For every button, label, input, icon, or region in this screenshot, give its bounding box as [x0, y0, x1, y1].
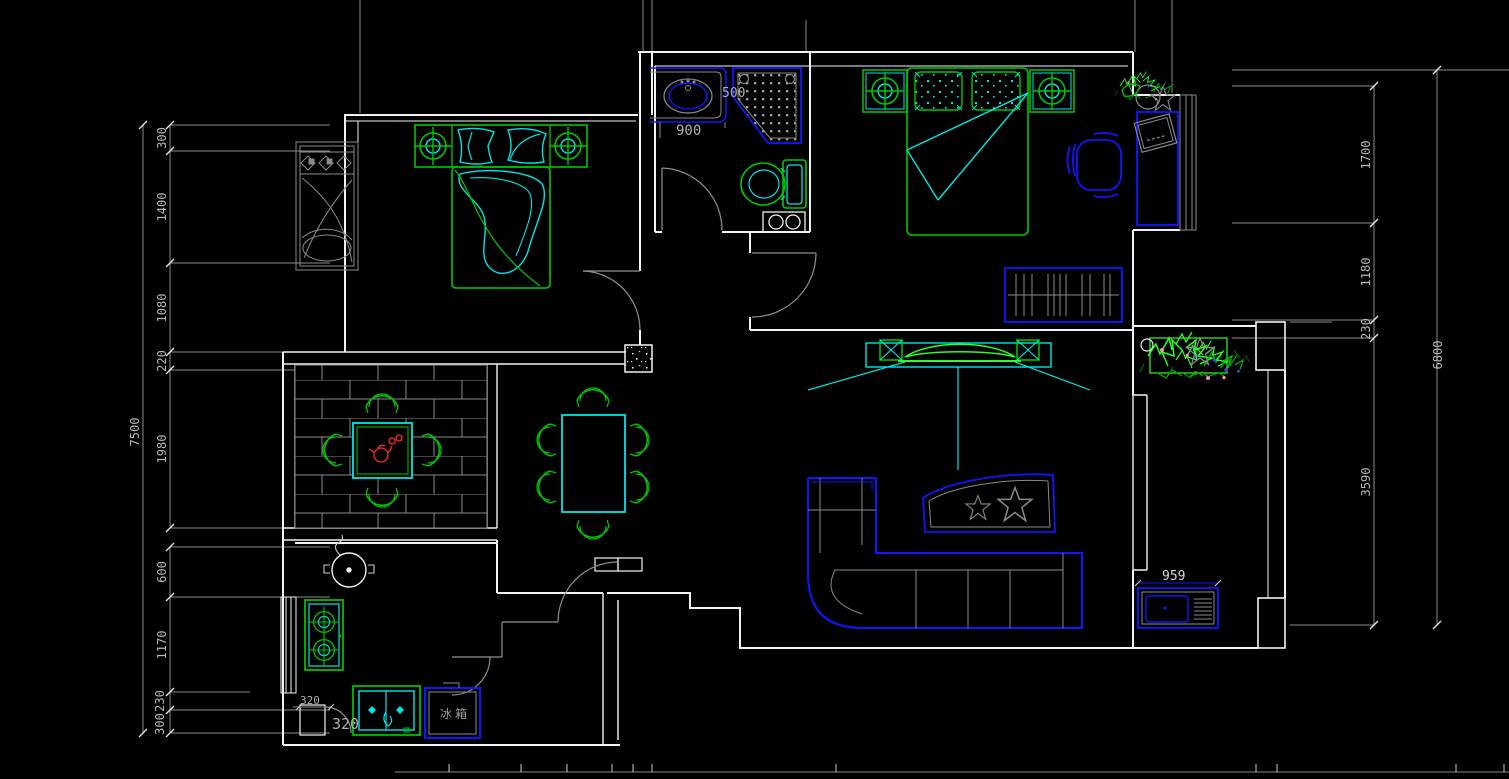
- fridge-icon: 冰箱: [424, 682, 481, 739]
- vanity-sink-icon: [650, 67, 727, 123]
- dim-bathroom-900: 900: [676, 123, 701, 139]
- kitchen-sink-icon: [352, 685, 421, 736]
- speaker-icon: [879, 339, 1040, 361]
- right-dimension-chain: 1700 1180 230 3590 6800: [1232, 65, 1509, 630]
- dim-right-3590: 3590: [1359, 468, 1373, 497]
- dim-left-1080: 1080: [155, 294, 169, 323]
- desk-chair-icon: [1066, 131, 1122, 199]
- doors: [324, 167, 817, 734]
- tv-icon: [898, 343, 1021, 362]
- dim-left-1400: 1400: [155, 193, 169, 222]
- dim-right-1700: 1700: [1359, 141, 1373, 170]
- door-master-bedroom: [751, 252, 817, 318]
- dim-bathroom-500: 500: [722, 86, 745, 101]
- dim-left-230: 230: [153, 690, 167, 712]
- bed-icon: [413, 124, 588, 289]
- dim-left-600: 600: [155, 561, 169, 583]
- dim-959: 959: [1162, 569, 1185, 584]
- dim-left-total-7500: 7500: [128, 418, 142, 447]
- door-bathroom: [661, 167, 723, 231]
- bed-icon: [862, 67, 1075, 236]
- tea-table-icon: [322, 393, 442, 508]
- dim-ticks: [1369, 65, 1442, 630]
- dim-left-1170: 1170: [155, 631, 169, 660]
- door-living-double: [452, 561, 619, 658]
- wardrobe-icon: [1004, 267, 1123, 323]
- bathroom: 500 900: [650, 67, 807, 209]
- tv-unit: [865, 339, 1052, 368]
- plant-icon: [1139, 331, 1251, 381]
- dim-right-1180: 1180: [1359, 258, 1373, 287]
- grid-extension-lines: [359, 0, 1509, 773]
- bay-window: [295, 141, 359, 271]
- laundry-sink-icon: 959: [1134, 569, 1222, 629]
- dining-table-icon: [536, 387, 650, 540]
- dim-left-1980: 1980: [155, 435, 169, 464]
- door-kitchen-entry: [451, 656, 491, 696]
- right-balcony: 959: [1134, 331, 1251, 629]
- teapot-icon: [368, 434, 403, 463]
- sofa-icon: [807, 477, 1083, 629]
- master-bedroom: [862, 67, 1197, 323]
- toilet-icon: [740, 159, 807, 209]
- washer-icon: [762, 211, 806, 233]
- dim-right-total-6800: 6800: [1431, 341, 1445, 370]
- coffee-table-icon: [922, 473, 1056, 533]
- left-dimension-chain: 300 1400 1080 220 1980 600 1170 230 300 …: [128, 120, 330, 738]
- bottom-ticks: [448, 764, 1505, 772]
- tv-sightlines: [807, 361, 1091, 470]
- dim-left-300-bottom: 300: [153, 713, 167, 735]
- kitchen: 冰箱 320 320: [293, 534, 481, 739]
- dim-left-220: 220: [155, 350, 169, 372]
- dim-left-300-top: 300: [155, 127, 169, 149]
- fridge-label: 冰箱: [440, 706, 470, 721]
- small-bedroom: [295, 124, 588, 289]
- living-room: [807, 339, 1091, 629]
- column-icon: [624, 344, 653, 373]
- dim-ticks: [138, 120, 175, 738]
- shower-icon: [732, 67, 802, 144]
- dim-right-230: 230: [1359, 318, 1373, 340]
- kitchen-door-dim: 320 320: [293, 694, 359, 733]
- range-hood-icon: [323, 534, 375, 588]
- laptop-icon: [1133, 113, 1178, 153]
- desk-icon: [1133, 111, 1179, 226]
- dim-320-b: 320: [332, 715, 359, 733]
- door-small-bedroom: [582, 270, 641, 331]
- window-master-nook: [1179, 94, 1197, 231]
- stove-icon: [304, 599, 344, 671]
- dim-320-a: 320: [300, 694, 320, 707]
- dining-area: [294, 364, 650, 540]
- plant-icon: [1114, 71, 1176, 111]
